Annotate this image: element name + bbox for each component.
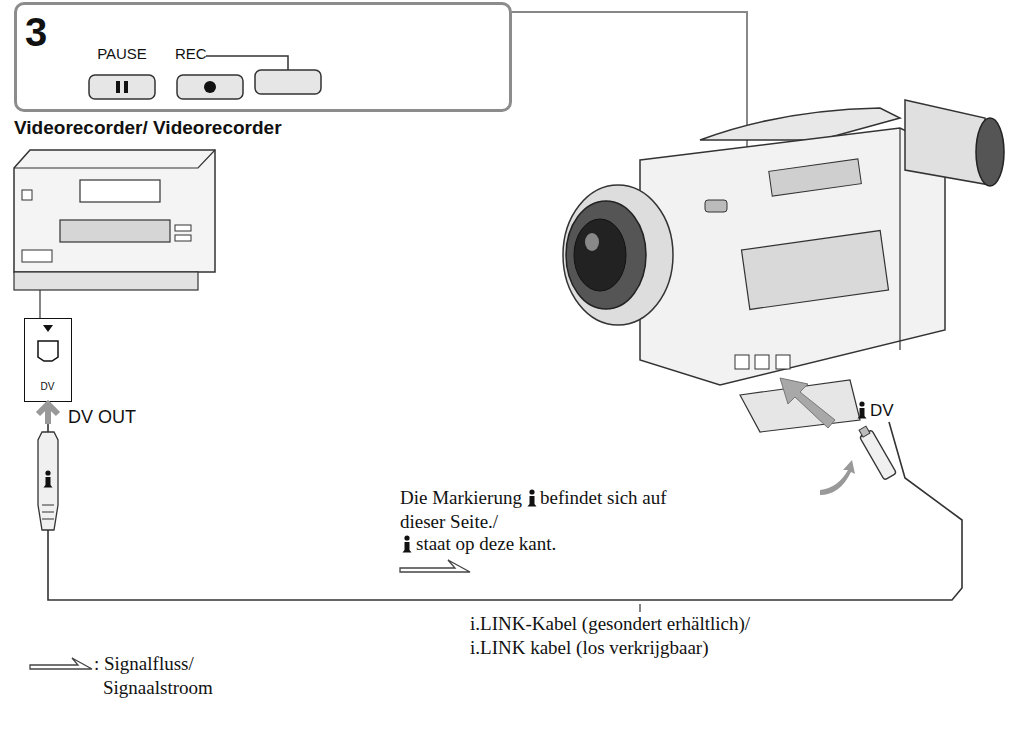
marker-triangle: [43, 325, 53, 332]
plug-grip: [42, 505, 54, 519]
button-label: DV: [870, 400, 908, 421]
ilink-mark: [403, 535, 412, 552]
vcr-body: [14, 150, 215, 272]
note-text: Die Markierung: [400, 486, 540, 510]
side-panel: [742, 231, 889, 310]
plug-body: [859, 430, 896, 480]
port-symbol: [25, 319, 70, 379]
legend-arrow: [30, 658, 92, 669]
ilink-mark: [858, 401, 867, 418]
vcr-base: [14, 272, 198, 290]
button-shape: [87, 73, 157, 103]
i-link-cable: [48, 402, 962, 600]
step-panel: 3PAUSE REC: [14, 2, 512, 112]
cable-label: i.LINK kabel (los verkrijgbaar): [470, 636, 900, 660]
cable-plug: [856, 425, 896, 480]
blank-button: [255, 70, 321, 94]
insert-arrow: [38, 404, 58, 424]
record-symbol: [204, 81, 216, 93]
jack: [755, 355, 769, 369]
ilink-mark: [528, 489, 537, 506]
signal-flow-arrow: [400, 560, 470, 572]
camcorder-body: [640, 128, 945, 385]
lens-ring: [566, 201, 646, 309]
lens-glass: [574, 219, 626, 291]
eyepiece: [976, 118, 1004, 186]
power-button: [22, 190, 32, 200]
vcr-button: [175, 225, 191, 231]
plugs: [30, 404, 897, 669]
zoom-lever: [705, 200, 727, 212]
jack: [735, 355, 749, 369]
insert-arrow: [780, 378, 835, 428]
vcr-jack-panel: [22, 250, 52, 262]
vcr-button: [175, 235, 191, 241]
lens-glare: [585, 233, 599, 251]
cable-plug: [38, 432, 58, 530]
ilink-mark: [44, 470, 53, 487]
note-text: staat op deze kant.: [416, 532, 666, 556]
body-edge: [899, 128, 900, 350]
bracket-line: [206, 56, 288, 70]
top-controls: [769, 159, 862, 196]
button-label: DV: [25, 381, 70, 394]
vcr-illustration: [14, 150, 215, 318]
dv-socket: [38, 341, 58, 361]
control-button: PAUSE: [87, 45, 157, 101]
curved-arrow: [820, 460, 855, 495]
pause-symbol: [116, 81, 120, 93]
port-leader: [39, 290, 40, 318]
dv-jack-label: DV: [870, 400, 908, 422]
plug-tip: [859, 426, 870, 437]
display-panel: [60, 220, 170, 242]
button-outline: [177, 75, 243, 99]
device-heading: Videorecorder/ Videorecorder: [14, 116, 334, 140]
camcorder-illustration: [563, 100, 1004, 432]
signal-name: DV OUT: [68, 406, 168, 429]
lens-barrel: [563, 185, 673, 325]
note-text: befindet sich auf dieser Seite./: [400, 486, 670, 534]
button-shape: [175, 73, 245, 103]
pause-symbol: [124, 81, 128, 93]
button-label: REC: [175, 45, 225, 64]
label-tick: [639, 604, 640, 612]
control-button: REC: [175, 45, 245, 101]
button-label: PAUSE: [87, 45, 157, 64]
cable-label: i.LINK-Kabel (gesondert erhältlich)/: [470, 612, 900, 636]
dv-jack: [776, 355, 790, 369]
button-outline: [89, 75, 155, 99]
dv-port: DV: [24, 318, 72, 402]
step-number: 3: [25, 7, 65, 57]
cassette-slot: [80, 180, 160, 202]
legend-text: : Signalfluss/ Signaalstroom: [94, 652, 243, 700]
vcr-edge: [14, 150, 215, 168]
